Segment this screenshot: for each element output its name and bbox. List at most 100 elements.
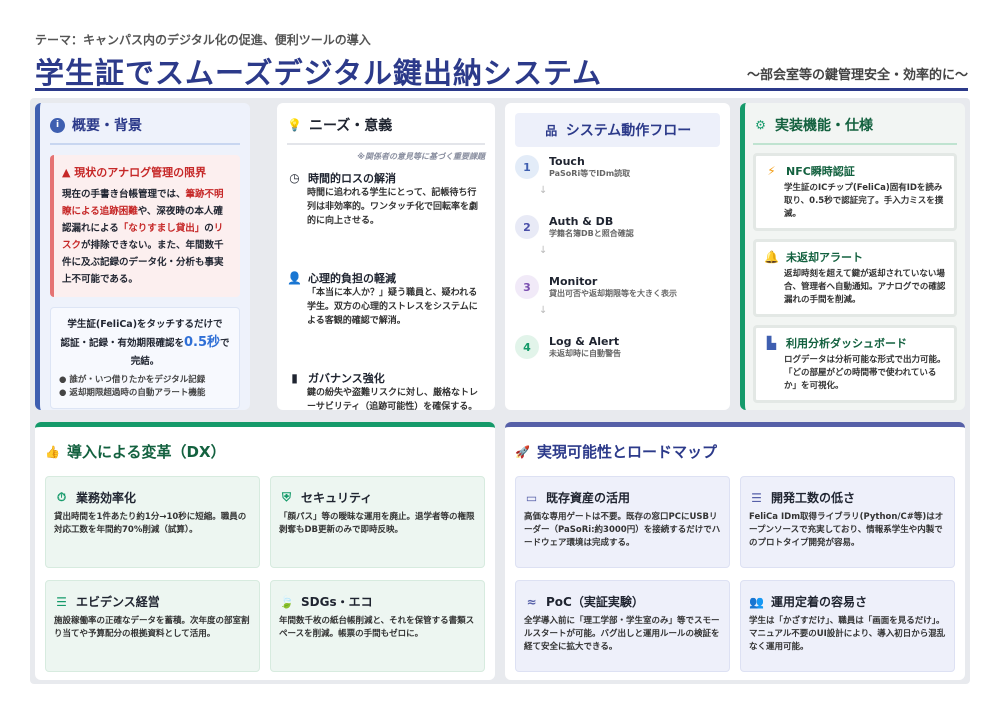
- solution-text: で完結。: [130, 338, 230, 367]
- roadmap-item-title: 既存資産の活用: [546, 491, 631, 505]
- roadmap-item: ☰ 開発工数の低さ FeliCa IDm取得ライブラリ(Python/C#等)はオー…: [740, 476, 955, 568]
- clock-icon: ◷: [289, 171, 300, 185]
- need-title: 時間的ロスの解消: [308, 172, 396, 185]
- route-icon: ≈: [526, 594, 537, 609]
- shield-icon: ⛨: [281, 490, 291, 504]
- dx-item-text: 貸出時間を1件あたり約1分→10秒に短縮。職員の対応工数を年間約70%削減（試算…: [54, 512, 247, 535]
- title-rule: [35, 88, 968, 91]
- dx-item: ⏱業務効率化貸出時間を1件あたり約1分→10秒に短縮。職員の対応工数を年間約70…: [45, 476, 260, 568]
- need-text: 鍵の紛失や盗難リスクに対し、厳格なトレーサビリティ（追跡可能性）を確保する。: [307, 388, 479, 410]
- user-check-icon: 👤: [287, 271, 302, 285]
- feature-text: 学生証のICチップ(FeliCa)固有IDを読み取り、0.5秒で認証完了。手入力…: [784, 183, 944, 219]
- database-icon: ☰: [56, 594, 67, 609]
- lightbulb-icon: 💡: [287, 118, 302, 132]
- dx-title: 導入による変革（DX）: [67, 443, 226, 461]
- step-number: 4: [515, 335, 539, 359]
- sitemap-icon: 品: [545, 123, 558, 138]
- step-title: Monitor: [549, 275, 598, 288]
- roadmap-heading: 🚀 実現可能性とロードマップ: [515, 441, 955, 462]
- roadmap-title: 実現可能性とロードマップ: [537, 443, 718, 461]
- rocket-icon: 🚀: [515, 444, 530, 459]
- need-title: ガバナンス強化: [308, 372, 385, 385]
- arrow-down-icon: ↓: [539, 185, 548, 196]
- alert-title: ▲ 現状のアナログ管理の限界: [62, 164, 232, 180]
- roadmap-item-text: 学生は「かざすだけ」、職員は「画面を見るだけ」。マニュアル不要のUI設計により、…: [749, 616, 946, 652]
- dx-item-title: エビデンス経営: [76, 595, 160, 609]
- dx-item-text: 「顔パス」等の曖昧な運用を廃止。退学者等の権限剥奪もDB更新のみで即時反映。: [279, 512, 475, 535]
- solution-text: 認証・記録・有効期限確認を: [60, 338, 184, 349]
- dx-item-title: SDGs・エコ: [301, 595, 373, 609]
- step-title: Touch: [549, 155, 585, 168]
- needs-heading: 💡 ニーズ・意義: [287, 115, 485, 145]
- flow-heading: 品システム動作フロー: [515, 113, 720, 147]
- users-icon: 👥: [749, 594, 764, 609]
- dx-heading: 👍 導入による変革（DX）: [45, 441, 485, 462]
- roadmap-item-title: 開発工数の低さ: [771, 491, 856, 505]
- feature-item: ⚡ NFC瞬時認証学生証のICチップ(FeliCa)固有IDを読み取り、0.5秒で…: [753, 153, 957, 231]
- roadmap-item-title: PoC（実証実験）: [546, 595, 644, 609]
- roadmap-item-text: 高価な専用ゲートは不要。既存の窓口PCにUSBリーダー（PaSoRi:約3000…: [524, 512, 721, 548]
- step-text: 貸出可否や返却期限等を大きく表示: [549, 289, 677, 298]
- solution-bullet: ● 返却期限超過時の自動アラート機能: [59, 388, 206, 398]
- laptop-icon: ▭: [525, 490, 538, 505]
- step-text: PaSoRi等でIDm読取: [549, 169, 631, 178]
- needs-note: ※関係者の意見等に基づく重要課題: [357, 152, 485, 161]
- alert-box: ▲ 現状のアナログ管理の限界 現在の手書き台帳管理では、筆跡不明瞭による追跡困難…: [50, 155, 240, 297]
- step-number: 3: [515, 275, 539, 299]
- leaf-icon: 🍃: [279, 594, 294, 609]
- features-title: 実装機能・仕様: [775, 118, 873, 134]
- step-text: 学籍名簿DBと照合確認: [549, 229, 634, 238]
- solution-highlight: 0.5秒: [183, 335, 221, 350]
- need-item: 👤心理的負担の軽減「本当に本人か？」疑う職員と、疑われる学生。双方の心理的ストレ…: [287, 270, 485, 328]
- alert-text-part: の: [204, 223, 214, 234]
- page-title: 学生証でスムーズデジタル鍵出納システム: [35, 56, 603, 90]
- feature-text: 返却時刻を超えて鍵が返却されていない場合、管理者へ自動通知。アナログでの確認漏れ…: [784, 269, 946, 305]
- dx-card: 👍 導入による変革（DX） ⏱業務効率化貸出時間を1件あたり約1分→10秒に短縮。…: [35, 422, 495, 680]
- needs-title: ニーズ・意義: [309, 118, 393, 134]
- roadmap-item: ≈PoC（実証実験）全学導入前に「理工学部・学生室のみ」等でスモールスタートが可…: [515, 580, 730, 672]
- feature-item: ▙ 利用分析ダッシュボードログデータは分析可能な形式で出力可能。「どの部屋がどの時…: [753, 325, 957, 403]
- features-card: ⚙ 実装機能・仕様 ⚡ NFC瞬時認証学生証のICチップ(FeliCa)固有IDを読…: [740, 103, 965, 410]
- roadmap-item: 👥運用定着の容易さ学生は「かざすだけ」、職員は「画面を見るだけ」。マニュアル不要…: [740, 580, 955, 672]
- alert-text-part: や、深夜時の本人確認漏れによる: [62, 206, 223, 234]
- page-subtitle: ～部会室等の鍵管理安全・効率的に～: [746, 68, 968, 83]
- need-text: 時間に追われる学生にとって、記帳待ち行列は非効率的。ワンタッチ化で回転率を劇的に…: [307, 188, 479, 226]
- dx-item: ⛨セキュリティ「顔パス」等の曖昧な運用を廃止。退学者等の権限剥奪もDB更新のみで…: [270, 476, 485, 568]
- alert-text: 現在の手書き台帳管理では、筆跡不明瞭による追跡困難や、深夜時の本人確認漏れによる…: [62, 186, 232, 288]
- roadmap-item: ▭ 既存資産の活用高価な専用ゲートは不要。既存の窓口PCにUSBリーダー（PaSo…: [515, 476, 730, 568]
- dx-item: 🍃SDGs・エコ年間数千枚の紙台帳削減と、それを保管する書類スペースを削減。帳票…: [270, 580, 485, 672]
- alert-text-highlight: 筆跡不明瞭による追跡困難: [62, 189, 224, 217]
- roadmap-item-text: FeliCa IDm取得ライブラリ(Python/C#等)はオープンソースで充実…: [749, 512, 944, 548]
- chart-icon: ▙: [766, 336, 777, 350]
- feature-title: 利用分析ダッシュボード: [786, 337, 907, 350]
- gears-icon: ⚙: [755, 118, 766, 132]
- arrow-down-icon: ↓: [539, 245, 548, 256]
- step-title: Log & Alert: [549, 335, 620, 348]
- solution-box: 学生証(FeliCa)をタッチするだけで 認証・記録・有効期限確認を0.5秒で完…: [50, 307, 240, 409]
- features-heading: ⚙ 実装機能・仕様: [753, 115, 957, 145]
- alert-text-highlight: 「なりすまし貸出」: [118, 223, 205, 234]
- dx-item: ☰エビデンス経営施設稼働率の正確なデータを蓄積。次年度の部室割り当てや予算配分の…: [45, 580, 260, 672]
- warning-icon: ▲: [62, 166, 75, 179]
- file-icon: ▮: [291, 371, 298, 385]
- thumbs-up-icon: 👍: [45, 444, 60, 459]
- solution-line: 学生証(FeliCa)をタッチするだけで: [67, 319, 223, 330]
- solution-bullet: ● 誰が・いつ借りたかをデジタル記録: [59, 375, 206, 385]
- bell-icon: 🔔: [764, 250, 779, 264]
- need-item: ◷ 時間的ロスの解消時間に追われる学生にとって、記帳待ち行列は非効率的。ワンタッチ…: [287, 170, 485, 228]
- need-title: 心理的負担の軽減: [308, 272, 396, 285]
- theme-line: テーマ：キャンパス内のデジタル化の促進、便利ツールの導入: [35, 33, 371, 47]
- server-icon: ☰: [751, 490, 762, 505]
- roadmap-card: 🚀 実現可能性とロードマップ ▭ 既存資産の活用高価な専用ゲートは不要。既存の窓口P…: [505, 422, 965, 680]
- feature-text: ログデータは分析可能な形式で出力可能。「どの部屋がどの時間帯で使われているか」を…: [784, 355, 946, 391]
- info-icon: i: [50, 117, 65, 133]
- need-item: ▮ ガバナンス強化鍵の紛失や盗難リスクに対し、厳格なトレーサビリティ（追跡可能性）…: [287, 370, 485, 410]
- feature-title: NFC瞬時認証: [786, 165, 855, 178]
- bolt-icon: ⚡: [767, 164, 776, 178]
